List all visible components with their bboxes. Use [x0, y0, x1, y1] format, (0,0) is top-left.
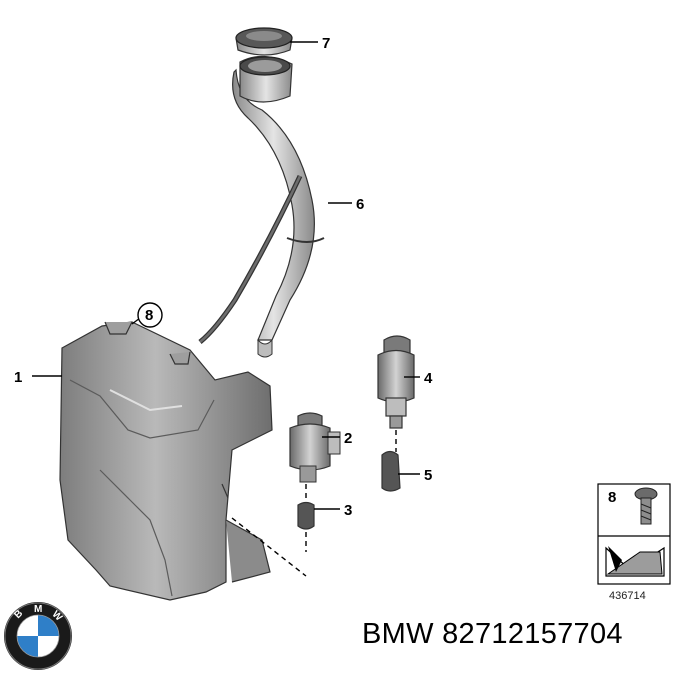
- callout-4: 4: [424, 370, 433, 387]
- callout-7: 7: [322, 35, 330, 52]
- grommet-5: [381, 450, 401, 492]
- screw-icon: [634, 487, 658, 525]
- washer-pump-4: [377, 335, 415, 429]
- arrow-symbol-icon: [605, 546, 665, 577]
- callout-1: 1: [14, 369, 22, 386]
- logo-letter-m: M: [34, 604, 42, 615]
- washer-pump-2: [289, 412, 341, 483]
- assembly-line-tank: [231, 517, 307, 577]
- callout-8: 8: [145, 307, 153, 324]
- grommet-3: [297, 501, 315, 530]
- callout-5: 5: [424, 467, 432, 484]
- diagram-number: 436714: [609, 590, 646, 602]
- part-number-caption: BMW 82712157704: [362, 618, 623, 650]
- legend-callout-8: 8: [608, 489, 616, 506]
- callout-8-circle: 8: [137, 302, 163, 328]
- washer-reservoir: [59, 321, 273, 601]
- callout-3: 3: [344, 502, 352, 519]
- filler-pipe: [198, 55, 325, 358]
- bmw-logo-icon: B M W: [4, 602, 72, 670]
- callout-2: 2: [344, 430, 352, 447]
- callout-6: 6: [356, 196, 364, 213]
- filler-cap: [235, 27, 293, 56]
- legend-box: 8: [597, 483, 671, 585]
